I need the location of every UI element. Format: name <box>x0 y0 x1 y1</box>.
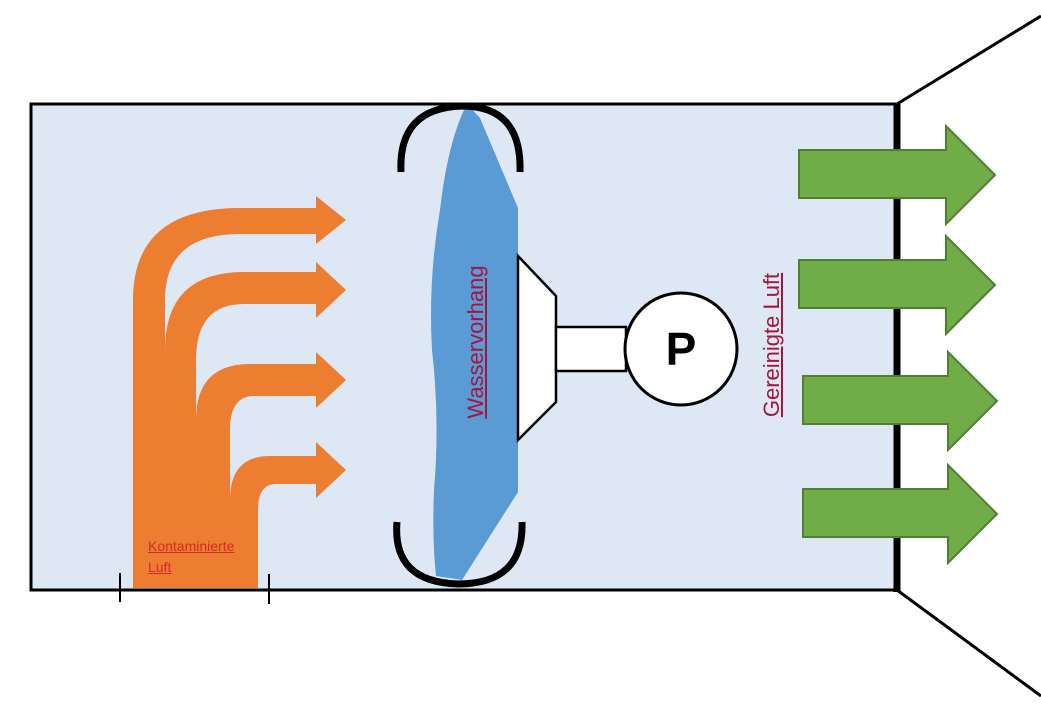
contaminated-air-arrow-4 <box>230 442 346 588</box>
clean-air-arrow-2 <box>798 233 997 337</box>
pipe <box>554 325 628 373</box>
clean-air-arrows <box>798 123 999 566</box>
nozzle <box>516 252 558 444</box>
bottom-collector <box>393 521 526 588</box>
clean-air-arrow-4 <box>802 462 999 566</box>
clean-air-arrow-3 <box>802 349 999 453</box>
water-curtain <box>431 104 518 580</box>
contaminated-air-arrow-1 <box>133 196 346 588</box>
top-collector <box>397 102 524 173</box>
contaminated-air-arrows <box>133 196 346 588</box>
contaminated-air-label: Kontaminierte Luft <box>148 538 235 575</box>
clean-air-arrow-1 <box>798 123 997 227</box>
cleaned-air-label: Gereinigte Luft <box>759 272 784 418</box>
curtain-collectors <box>393 102 526 588</box>
pump <box>623 291 739 407</box>
floor-marks <box>119 573 270 604</box>
contaminated-air-arrow-3 <box>196 352 346 588</box>
contaminated-air-arrow-2 <box>165 262 346 588</box>
water-curtain-label: Wasservorhang <box>463 265 488 419</box>
exhaust-hood <box>896 14 1041 698</box>
pump-label: P <box>665 323 697 375</box>
